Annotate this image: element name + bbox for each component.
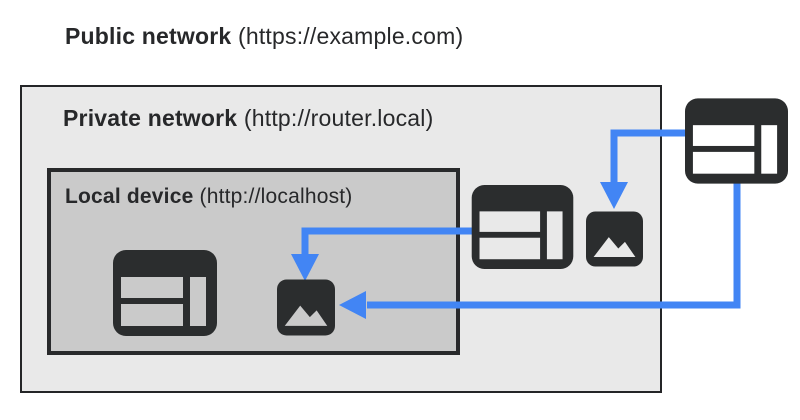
local-device-url: (http://localhost) — [193, 185, 353, 208]
private-network-name: Private network — [63, 105, 238, 131]
private-network-url: (http://router.local) — [237, 105, 434, 131]
public-network-label: Public network (https://example.com) — [65, 22, 463, 50]
image-icon — [586, 211, 643, 267]
browser-window-icon — [471, 185, 574, 269]
local-device-name: Local device — [65, 185, 194, 208]
local-device-box: Local device (http://localhost) — [47, 168, 460, 355]
public-network-name: Public network — [65, 23, 232, 49]
browser-window-icon — [685, 98, 788, 184]
browser-window-icon — [113, 250, 217, 336]
private-network-label: Private network (http://router.local) — [63, 104, 433, 132]
image-icon — [277, 279, 335, 336]
local-device-label: Local device (http://localhost) — [65, 184, 353, 210]
public-network-url: (https://example.com) — [231, 23, 464, 49]
